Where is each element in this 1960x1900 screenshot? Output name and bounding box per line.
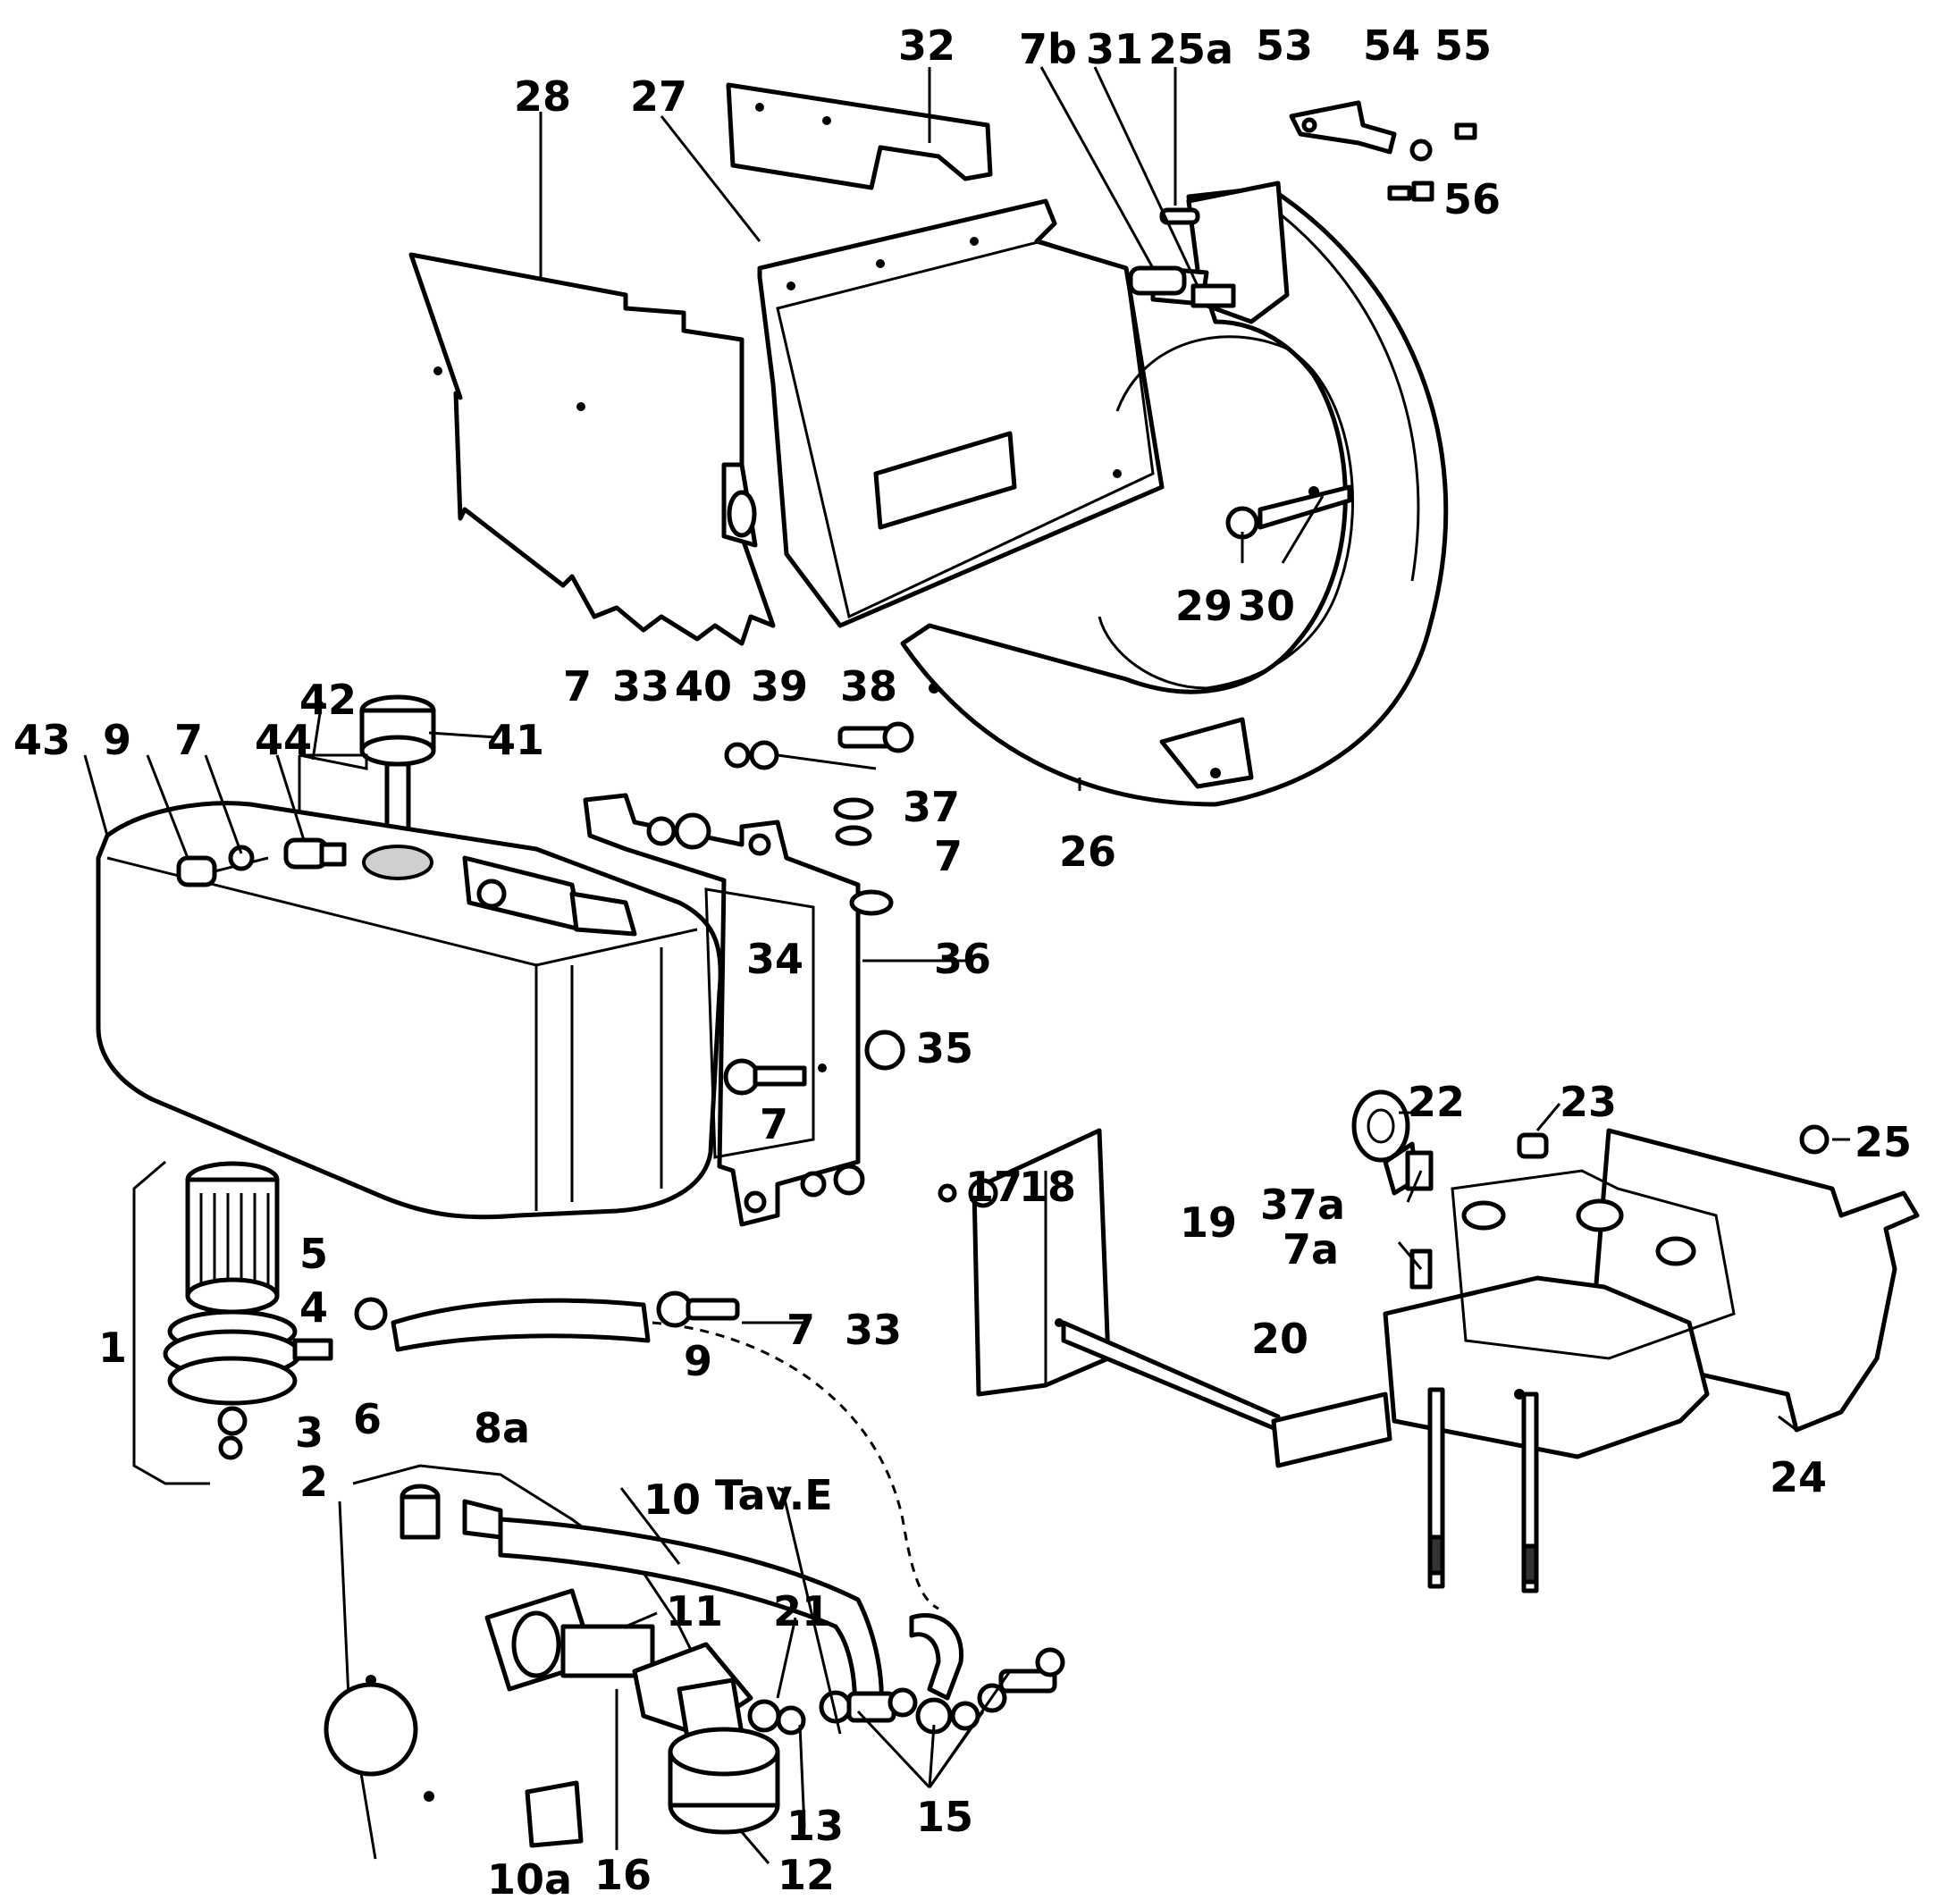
callout-53: 53 — [1256, 21, 1314, 70]
callout-9-lower: 9 — [684, 1337, 713, 1385]
engine-fuel-pump-view — [324, 1464, 884, 1860]
callout-36: 36 — [934, 935, 992, 983]
leader-lines — [83, 66, 1850, 1864]
callout-15: 15 — [916, 1793, 974, 1841]
callout-25a: 25a — [1148, 25, 1234, 73]
callout-33-lower: 33 — [845, 1306, 903, 1354]
callout-1: 1 — [98, 1324, 128, 1372]
callout-16: 16 — [594, 1851, 652, 1899]
callout-29: 29 — [1175, 582, 1233, 630]
cowling-27 — [721, 198, 1165, 628]
callout-28: 28 — [514, 72, 572, 121]
callout-40: 40 — [675, 662, 733, 710]
callout-2: 2 — [299, 1458, 329, 1506]
callout-41: 41 — [487, 716, 545, 764]
callout-7-top: 7 — [563, 662, 593, 710]
bolt-9-lower — [656, 1290, 740, 1328]
callout-21: 21 — [773, 1587, 831, 1635]
callout-6: 6 — [353, 1395, 383, 1443]
callout-8a: 8a — [474, 1404, 531, 1452]
callout-33-top: 33 — [612, 662, 670, 710]
small-parts-23-25-37a-7a — [1405, 1124, 1830, 1290]
callout-54: 54 — [1363, 21, 1421, 70]
callout-7b: 7b — [1019, 25, 1077, 73]
callout-38: 38 — [840, 662, 898, 710]
callout-4: 4 — [299, 1283, 329, 1332]
fuel-tank — [96, 801, 723, 1220]
callout-7-upper-left: 7 — [174, 716, 204, 764]
cylinder-head-24 — [1383, 1128, 1920, 1593]
callout-22: 22 — [1408, 1078, 1466, 1126]
callout-26: 26 — [1059, 828, 1117, 876]
callout-18: 18 — [1019, 1163, 1077, 1211]
callout-25: 25 — [1855, 1118, 1913, 1166]
callout-tav-e: Tav.E — [715, 1471, 833, 1519]
filler-cap-41 — [298, 694, 436, 845]
callout-12: 12 — [778, 1851, 836, 1899]
callout-30: 30 — [1238, 582, 1296, 630]
callout-5: 5 — [299, 1230, 329, 1278]
rod-20 — [1061, 1320, 1392, 1468]
callout-31: 31 — [1086, 25, 1144, 73]
callout-10: 10 — [644, 1475, 702, 1524]
callout-7-right: 7 — [934, 832, 963, 880]
callout-44: 44 — [255, 716, 313, 764]
bolt-34 — [723, 1058, 827, 1096]
callout-7-bracket: 7 — [760, 1100, 789, 1148]
callout-39: 39 — [751, 662, 809, 710]
callout-37a: 37a — [1260, 1181, 1346, 1229]
callout-19: 19 — [1180, 1198, 1238, 1247]
nut-35 — [864, 1030, 905, 1071]
callout-43: 43 — [13, 716, 72, 764]
bracket-32 — [726, 82, 993, 190]
callout-9-upper: 9 — [103, 716, 132, 764]
callout-10a: 10a — [487, 1855, 573, 1900]
callout-23: 23 — [1560, 1078, 1618, 1126]
callout-32: 32 — [898, 21, 956, 70]
callout-3: 3 — [295, 1408, 324, 1457]
callout-24: 24 — [1770, 1453, 1828, 1501]
fuel-filter-assembly — [132, 1160, 333, 1485]
callout-7-lower: 7 — [787, 1306, 816, 1354]
washers-7-33 — [646, 812, 865, 1198]
washers-37-7 — [833, 797, 874, 846]
callout-35: 35 — [916, 1024, 974, 1072]
filter-ribs — [199, 1193, 270, 1287]
callout-7a: 7a — [1283, 1225, 1340, 1274]
callout-11: 11 — [666, 1587, 724, 1635]
callout-13: 13 — [787, 1802, 845, 1850]
callout-34: 34 — [746, 935, 804, 983]
callout-27: 27 — [630, 72, 688, 121]
callout-42: 42 — [299, 676, 358, 724]
banjo-fittings-15 — [819, 1612, 1065, 1735]
callout-55: 55 — [1434, 21, 1493, 70]
side-panel-28 — [408, 252, 776, 646]
bolt-38-39-40 — [724, 721, 914, 770]
callout-20: 20 — [1251, 1315, 1309, 1363]
callout-17: 17 — [965, 1163, 1023, 1211]
callout-56: 56 — [1443, 175, 1502, 223]
hardware-53-56 — [1128, 100, 1477, 308]
hose-8a — [354, 1297, 939, 1610]
tank-bolts-7-9-44 — [176, 837, 347, 887]
callout-37: 37 — [903, 783, 961, 831]
